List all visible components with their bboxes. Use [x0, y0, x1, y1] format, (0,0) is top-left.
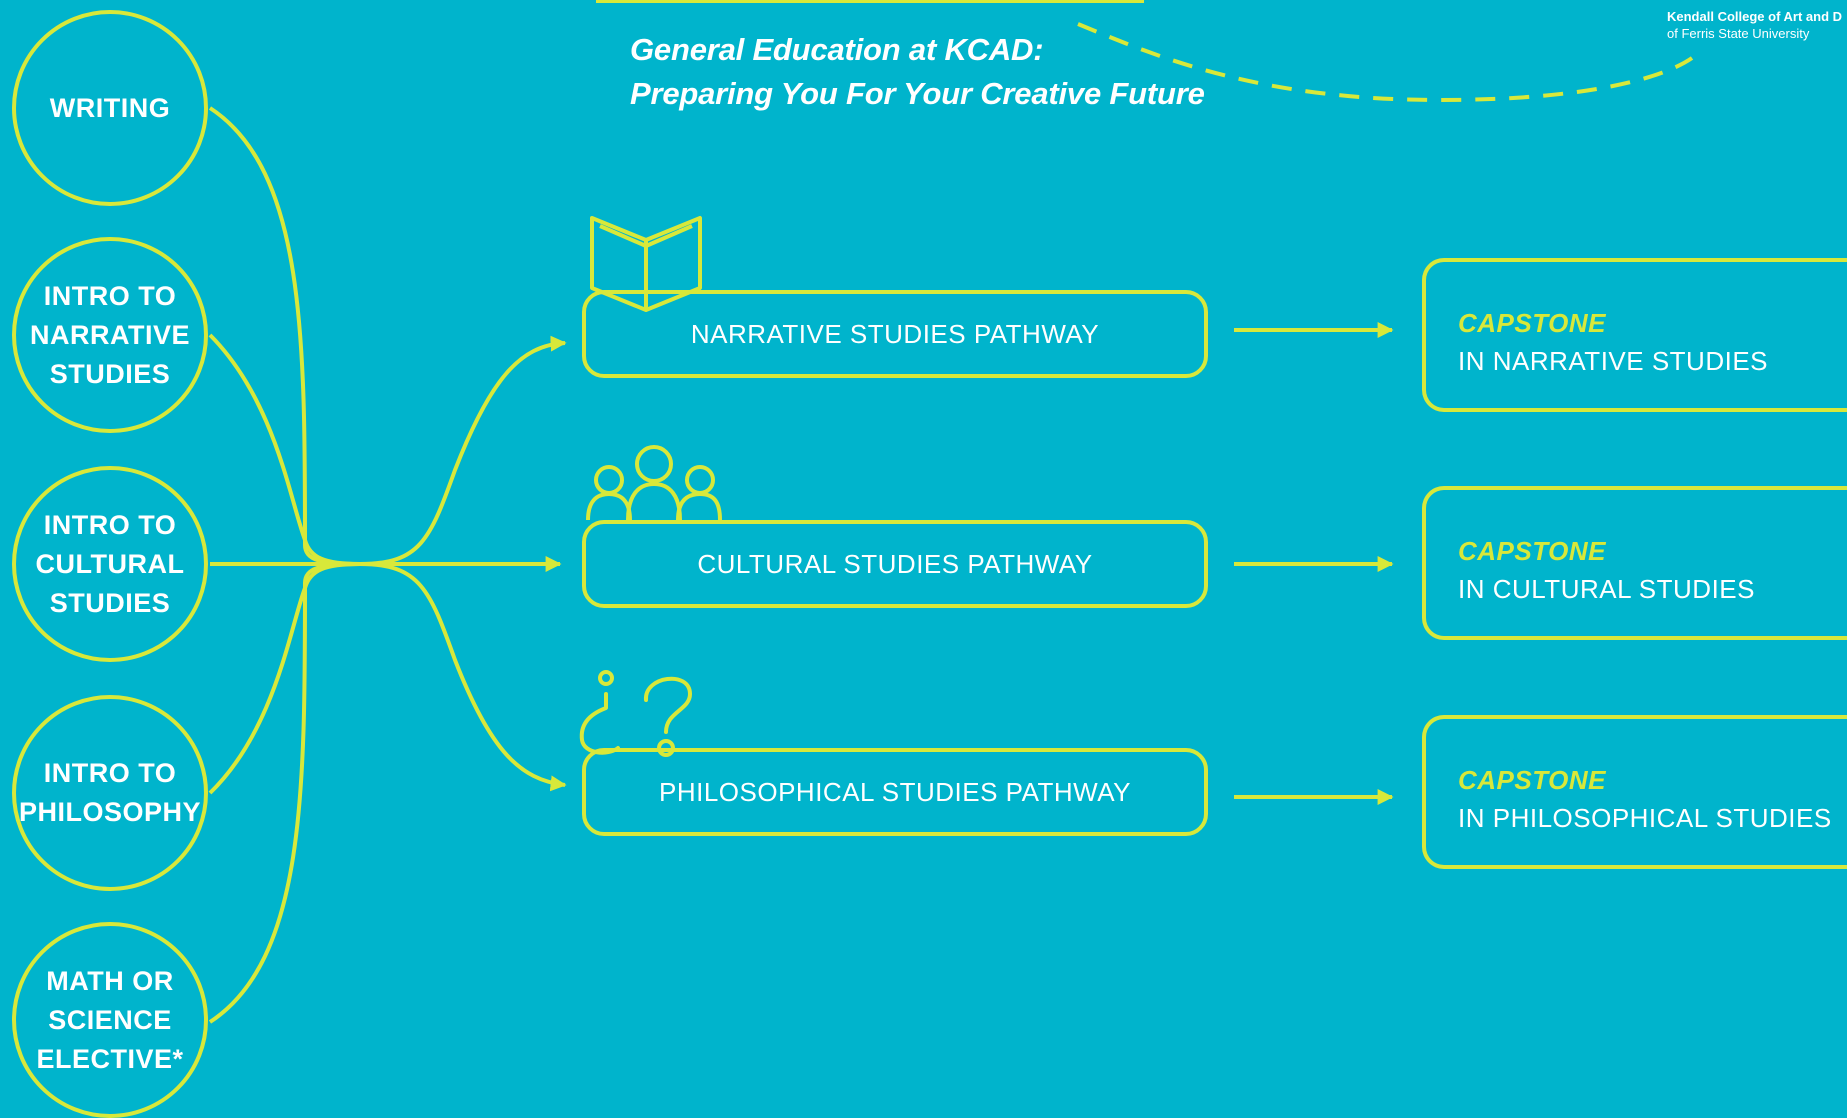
pathway-label: PHILOSOPHICAL STUDIES PATHWAY: [659, 776, 1131, 807]
course-circle-intro-narrative: INTRO TO NARRATIVE STUDIES: [12, 237, 208, 433]
open-book-icon: [590, 216, 702, 312]
capstone-subtitle: IN NARRATIVE STUDIES: [1458, 346, 1769, 376]
course-label-line: WRITING: [49, 92, 171, 123]
course-circle-writing: WRITING: [12, 10, 208, 206]
page-title: General Education at KCAD: Preparing You…: [630, 28, 1205, 116]
title-line-2: Preparing You For Your Creative Future: [630, 76, 1205, 111]
header-dashed-swoosh: [1077, 22, 1694, 103]
connector-writing: [208, 106, 361, 566]
capstone-title: CAPSTONE: [1458, 308, 1606, 338]
pathway-box-cultural: CULTURAL STUDIES PATHWAY: [582, 520, 1208, 608]
pathway-box-philosophical: PHILOSOPHICAL STUDIES PATHWAY: [582, 748, 1208, 836]
course-label-line: MATH OR: [46, 965, 174, 996]
capstone-box-narrative: CAPSTONE IN NARRATIVE STUDIES: [1422, 258, 1847, 412]
capstone-box-cultural: CAPSTONE IN CULTURAL STUDIES: [1422, 486, 1847, 640]
people-group-icon: [586, 445, 722, 521]
course-label-line: ELECTIVE*: [36, 1043, 184, 1074]
course-circle-intro-philosophy: INTRO TO PHILOSOPHY: [12, 695, 208, 891]
capstone-title: CAPSTONE: [1458, 765, 1606, 795]
course-circle-math-science: MATH OR SCIENCE ELECTIVE*: [12, 922, 208, 1118]
pathway-label: CULTURAL STUDIES PATHWAY: [697, 548, 1093, 579]
capstone-subtitle: IN PHILOSOPHICAL STUDIES: [1458, 803, 1832, 833]
course-label-line: INTRO TO: [43, 758, 177, 788]
course-circle-intro-cultural: INTRO TO CULTURAL STUDIES: [12, 466, 208, 662]
course-label-line: INTRO TO: [43, 280, 177, 311]
logo-line-2: of Ferris State University: [1667, 26, 1810, 41]
branch-philosophical: [359, 562, 567, 792]
pathway-box-narrative: NARRATIVE STUDIES PATHWAY: [582, 290, 1208, 378]
course-label-line: INTRO TO: [43, 509, 177, 540]
course-label-line: CULTURAL: [35, 548, 185, 579]
course-label-line: STUDIES: [49, 358, 171, 389]
course-label-line: SCIENCE: [48, 1004, 172, 1035]
connector-philosophy: [208, 562, 361, 795]
question-marks-icon: [579, 670, 692, 757]
course-label-line: STUDIES: [49, 587, 171, 618]
pathway-label: NARRATIVE STUDIES PATHWAY: [690, 318, 1100, 349]
connector-math-science: [208, 562, 361, 1024]
connector-narrative: [208, 333, 361, 566]
capstone-subtitle: IN CULTURAL STUDIES: [1458, 574, 1755, 604]
logo-line-1: Kendall College of Art and D: [1667, 9, 1843, 24]
capstone-title: CAPSTONE: [1458, 536, 1606, 566]
title-line-1: General Education at KCAD:: [630, 32, 1044, 67]
capstone-box-philosophical: CAPSTONE IN PHILOSOPHICAL STUDIES: [1422, 715, 1847, 869]
course-label-line: PHILOSOPHY: [18, 797, 202, 827]
course-label-line: NARRATIVE: [29, 319, 190, 350]
branch-narrative: [359, 335, 567, 566]
title-accent-bar: [596, 0, 1144, 3]
college-logo: Kendall College of Art and D of Ferris S…: [1667, 8, 1842, 42]
